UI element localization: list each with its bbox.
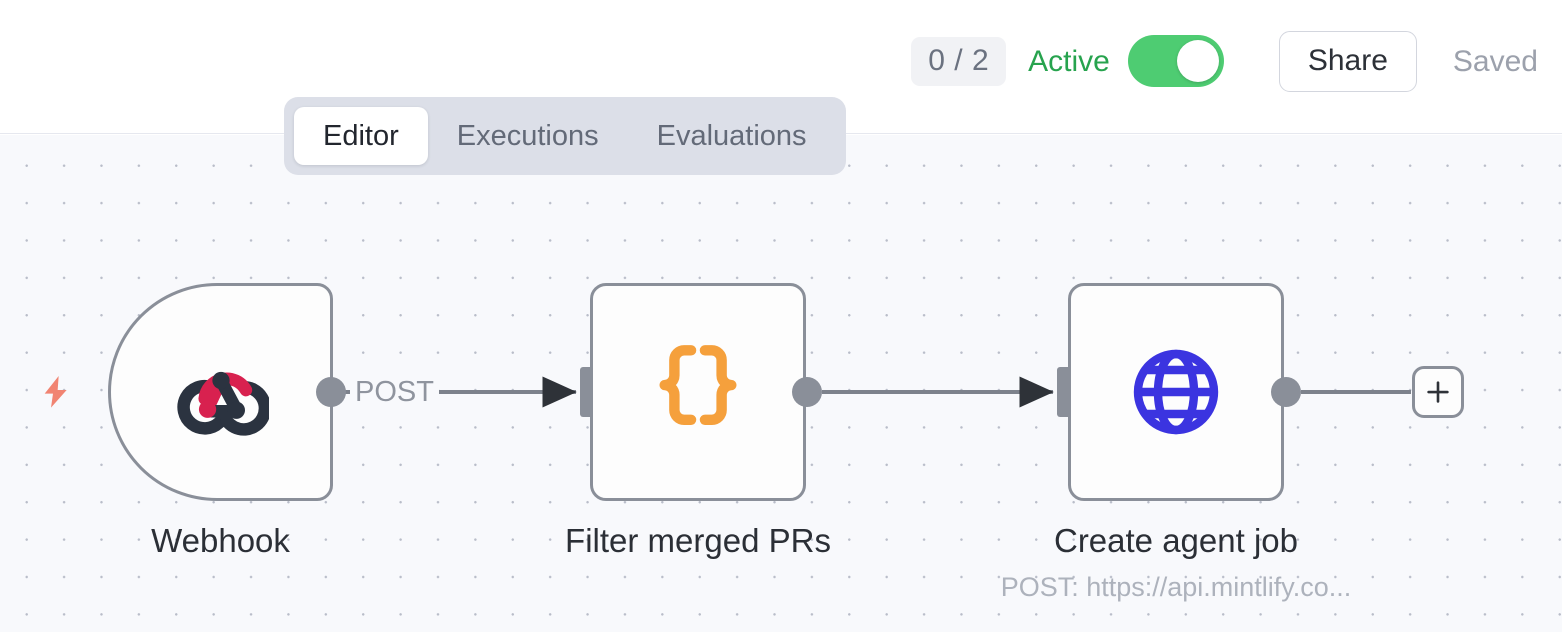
globe-icon — [1128, 344, 1224, 440]
run-count-badge: 0 / 2 — [911, 36, 1007, 86]
toggle-knob — [1176, 40, 1219, 82]
node-label-http: Create agent job — [1053, 522, 1298, 559]
tab-evaluations[interactable]: Evaluations — [656, 119, 807, 152]
node-filter[interactable] — [590, 283, 806, 501]
node-webhook[interactable] — [108, 283, 333, 501]
tab-executions[interactable]: Executions — [456, 119, 599, 152]
share-button[interactable]: Share — [1278, 30, 1417, 92]
node-http-request[interactable] — [1068, 283, 1284, 501]
tab-editor[interactable]: Editor — [294, 107, 428, 165]
port-output-http[interactable] — [1271, 377, 1301, 407]
lightning-bolt-icon — [36, 372, 76, 414]
webhook-icon — [173, 344, 269, 440]
node-label-webhook: Webhook — [151, 522, 290, 559]
edge-label-post: POST — [350, 376, 439, 409]
workflow-canvas[interactable]: Webhook POST Filter merged PRs — [0, 135, 1562, 632]
node-sublabel-http: POST: https://api.mintlify.co... — [1000, 572, 1352, 602]
header-actions: 0 / 2 Active Share Saved — [911, 26, 1538, 96]
node-label-filter: Filter merged PRs — [565, 522, 831, 559]
port-output-filter[interactable] — [792, 377, 822, 407]
port-output-webhook[interactable] — [316, 377, 346, 407]
view-tabs: Editor Executions Evaluations — [284, 97, 846, 175]
curly-braces-icon — [655, 342, 741, 442]
add-node-button[interactable] — [1412, 366, 1464, 418]
flow-graph: Webhook POST Filter merged PRs — [0, 135, 1562, 632]
saved-status-label: Saved — [1452, 44, 1538, 78]
active-toggle[interactable] — [1127, 35, 1224, 87]
active-status-label: Active — [1028, 44, 1110, 78]
